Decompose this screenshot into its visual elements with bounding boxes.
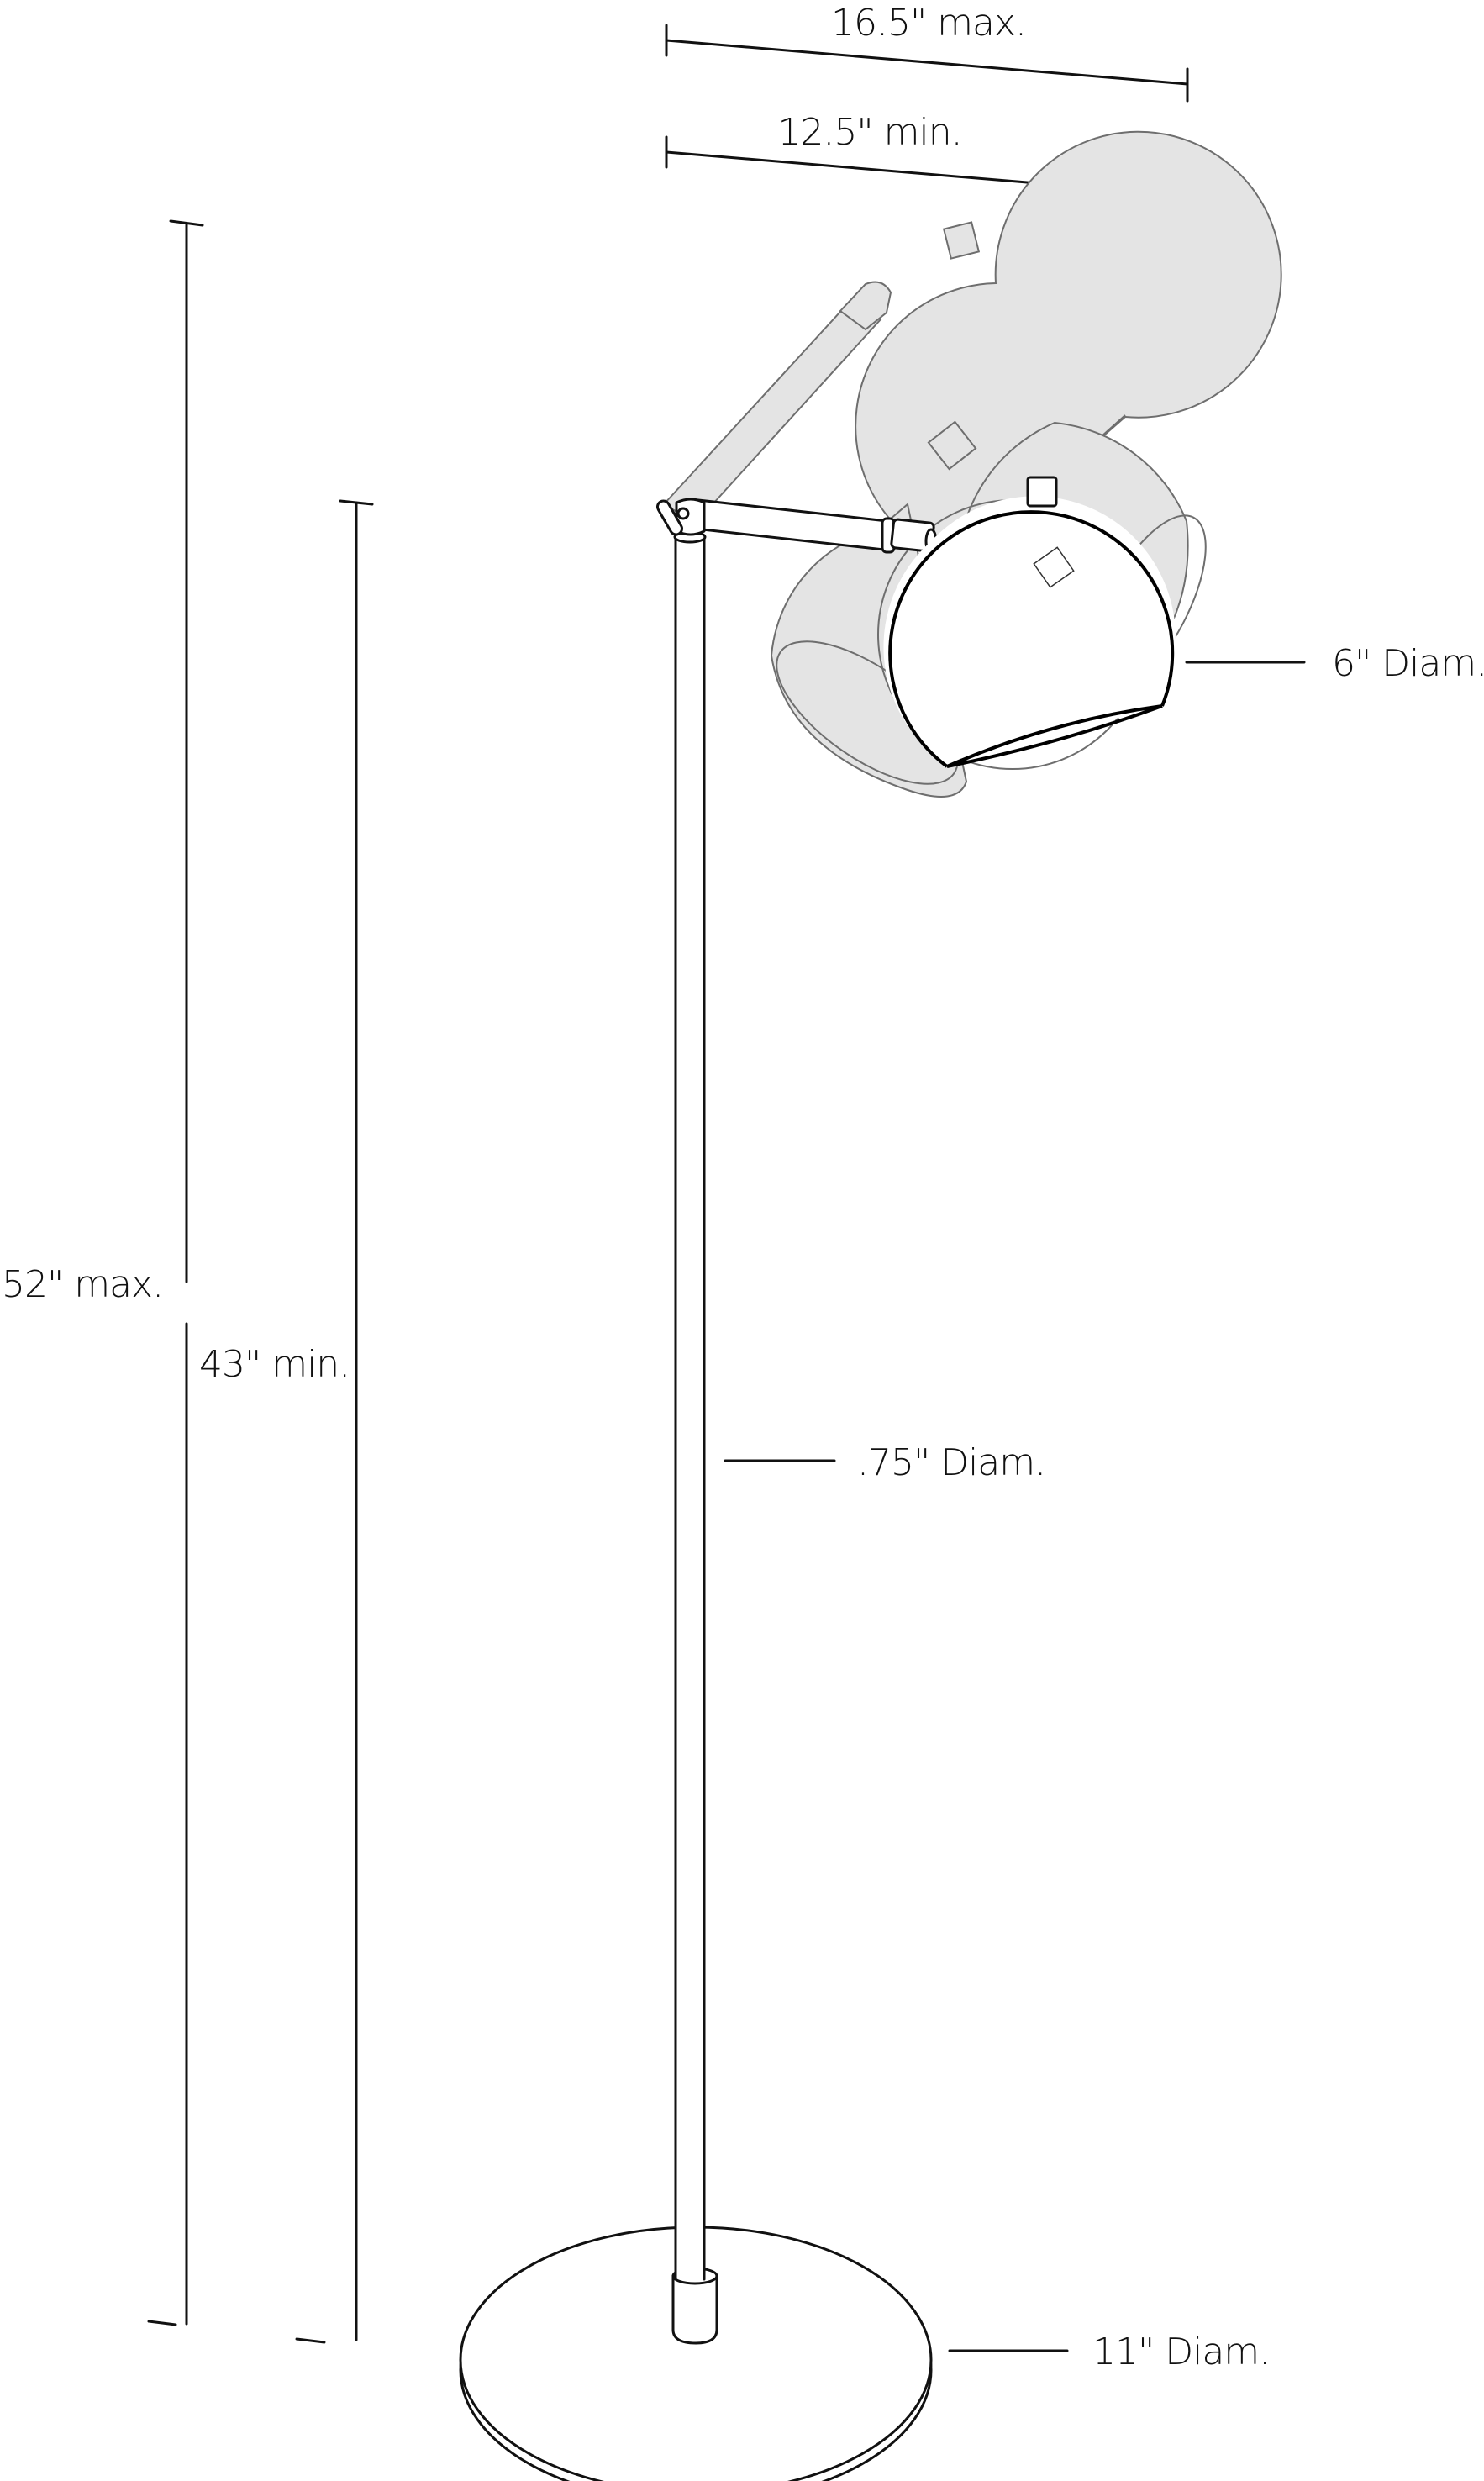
shade-diameter-callout: 6" Diam. [1185, 642, 1484, 685]
lamp-shade [883, 476, 1176, 768]
lamp-base [459, 2226, 933, 2481]
arm-reach-max-dimension: 16.5" max. [665, 2, 1189, 103]
arm-reach-min-label: 12.5" min. [777, 111, 961, 154]
height-min-dimension: 43" min. [199, 499, 374, 2344]
height-min-label: 43" min. [199, 1343, 350, 1386]
lamp-arm [686, 498, 938, 555]
base-diameter-callout: 11" Diam. [948, 2331, 1271, 2373]
shade-diameter-label: 6" Diam. [1332, 642, 1484, 685]
pole-diameter-label: .75" Diam. [857, 1441, 1045, 1484]
lamp-pole [674, 536, 706, 2281]
arm-reach-max-label: 16.5" max. [831, 2, 1026, 45]
height-max-label: 52" max. [2, 1263, 163, 1306]
height-max-dimension: 52" max. [2, 219, 204, 2326]
pole-diameter-callout: .75" Diam. [724, 1441, 1046, 1484]
arm-reach-min-dimension: 12.5" min. [665, 111, 1049, 202]
arm-joint [656, 498, 707, 544]
adjustment-knob-icon [656, 499, 683, 536]
base-diameter-label: 11" Diam. [1092, 2331, 1270, 2373]
